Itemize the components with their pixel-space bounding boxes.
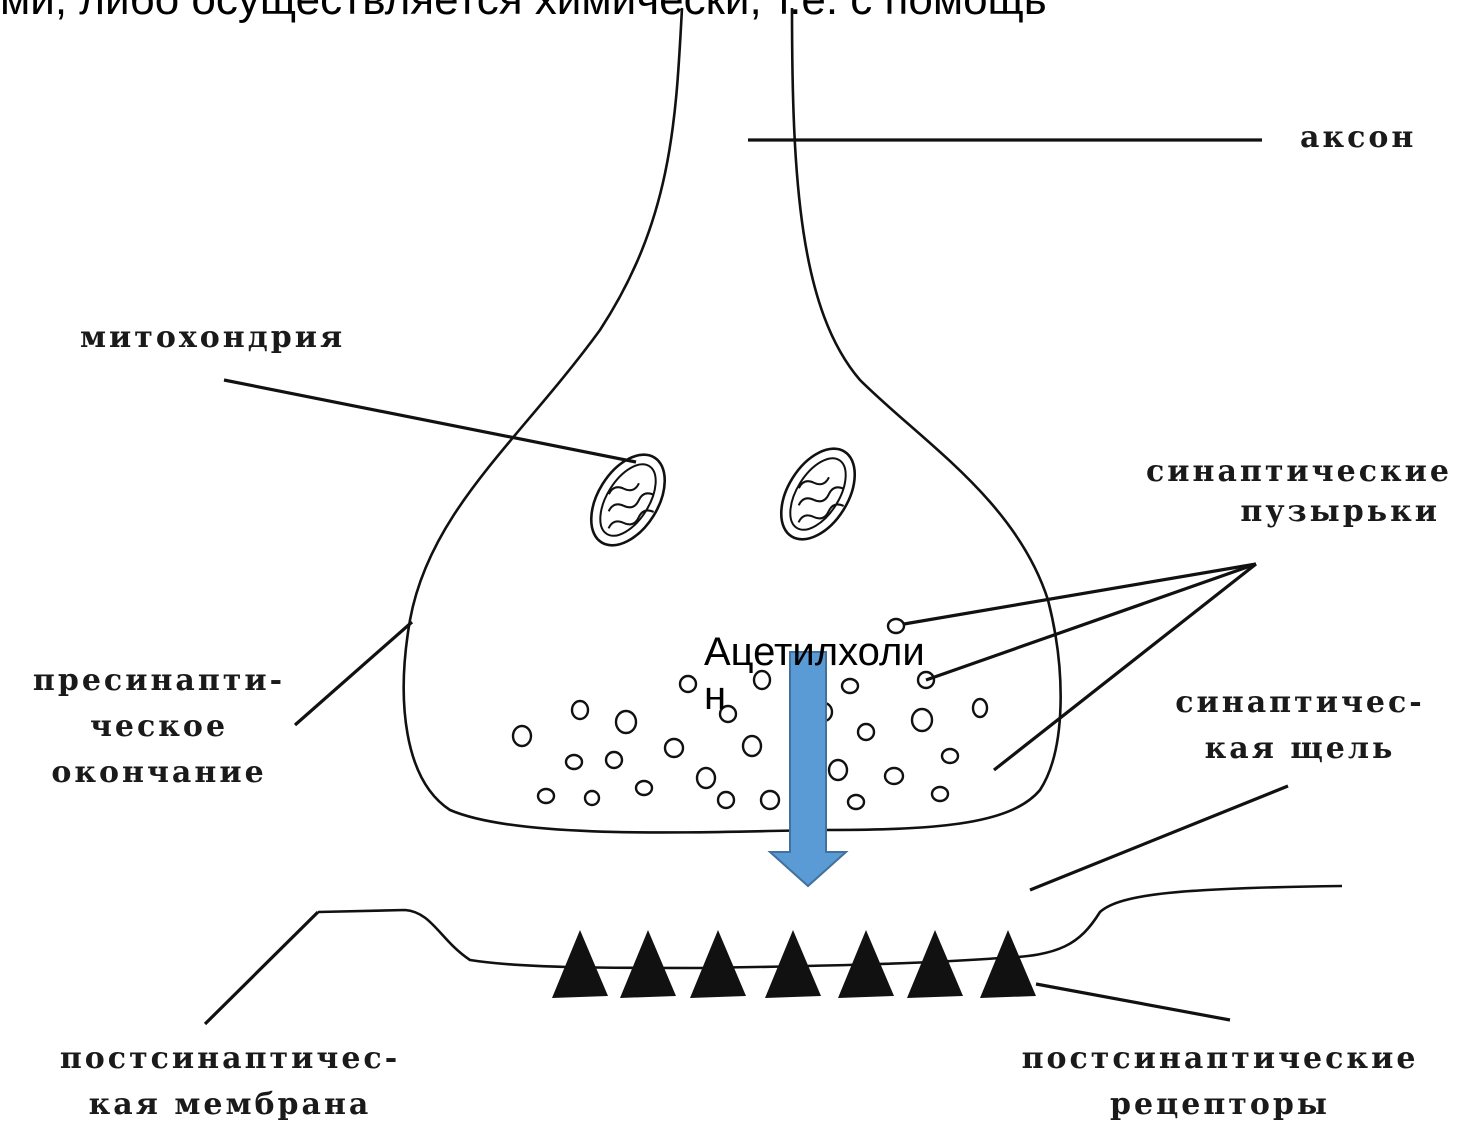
label-synaptic-vesicles-line-2: пузырьки bbox=[1090, 492, 1452, 532]
vesicle bbox=[606, 752, 622, 768]
vesicle bbox=[858, 724, 874, 740]
vesicle bbox=[697, 768, 715, 788]
label-receptors-line-1: постсинаптические bbox=[985, 1036, 1455, 1082]
receptor-triangle bbox=[552, 930, 608, 998]
vesicle bbox=[513, 726, 531, 746]
acetylcholine-label: Ацетилхоли н bbox=[704, 630, 984, 718]
label-synaptic-cleft: синаптичес- кая щель bbox=[1150, 680, 1450, 772]
postsynaptic-membrane bbox=[318, 886, 1342, 968]
vesicle bbox=[761, 791, 779, 809]
label-receptors-line-2: рецепторы bbox=[985, 1082, 1455, 1128]
acetylcholine-label-line-2: н bbox=[704, 674, 984, 718]
vesicle bbox=[572, 701, 588, 719]
receptor-triangle bbox=[690, 930, 746, 998]
vesicle bbox=[848, 795, 864, 809]
label-membrane-line-2: кая мембрана bbox=[20, 1082, 440, 1128]
receptor-triangle bbox=[765, 930, 821, 998]
vesicle bbox=[680, 676, 696, 692]
label-postsynaptic-membrane: постсинаптичес- кая мембрана bbox=[20, 1036, 440, 1128]
membrane-leader-line bbox=[205, 912, 318, 1024]
label-mitochondria: митохондрия bbox=[80, 318, 345, 358]
mitochondria-leader-line bbox=[224, 380, 636, 462]
label-presynaptic-terminal: пресинапти- ческое окончание bbox=[4, 658, 314, 796]
label-membrane-line-1: постсинаптичес- bbox=[20, 1036, 440, 1082]
postsynaptic-receptors bbox=[552, 930, 1036, 998]
vesicle bbox=[743, 736, 761, 756]
vesicle bbox=[885, 768, 903, 784]
receptor-triangle bbox=[620, 930, 676, 998]
label-cleft-line-1: синаптичес- bbox=[1150, 680, 1450, 726]
vesicle bbox=[665, 739, 683, 757]
label-synaptic-vesicles-line-1: синаптические bbox=[1090, 452, 1452, 492]
label-presynaptic-line-1: пресинапти- bbox=[4, 658, 314, 704]
vesicle bbox=[718, 792, 734, 808]
receptors-leader-line bbox=[1036, 984, 1230, 1020]
label-presynaptic-line-3: окончание bbox=[4, 750, 314, 796]
label-postsynaptic-receptors: постсинаптические рецепторы bbox=[985, 1036, 1455, 1128]
acetylcholine-label-line-1: Ацетилхоли bbox=[704, 630, 984, 674]
label-axon: аксон bbox=[1300, 118, 1416, 158]
label-cleft-line-2: кая щель bbox=[1150, 726, 1450, 772]
vesicle bbox=[829, 760, 847, 780]
vesicle bbox=[585, 791, 599, 805]
leader-lines bbox=[205, 140, 1288, 1024]
mitochondrion-2 bbox=[766, 436, 870, 553]
vesicle-leader-line-1 bbox=[904, 564, 1256, 624]
cleft-leader-line bbox=[1030, 786, 1288, 890]
label-synaptic-vesicles: синаптические пузырьки bbox=[1090, 452, 1452, 532]
vesicle bbox=[942, 749, 958, 763]
vesicle bbox=[538, 789, 554, 803]
vesicle bbox=[616, 711, 636, 733]
vesicle bbox=[566, 755, 582, 769]
vesicle bbox=[932, 787, 948, 801]
vesicle bbox=[636, 781, 652, 795]
label-presynaptic-line-2: ческое bbox=[4, 704, 314, 750]
receptor-triangle bbox=[980, 930, 1036, 998]
